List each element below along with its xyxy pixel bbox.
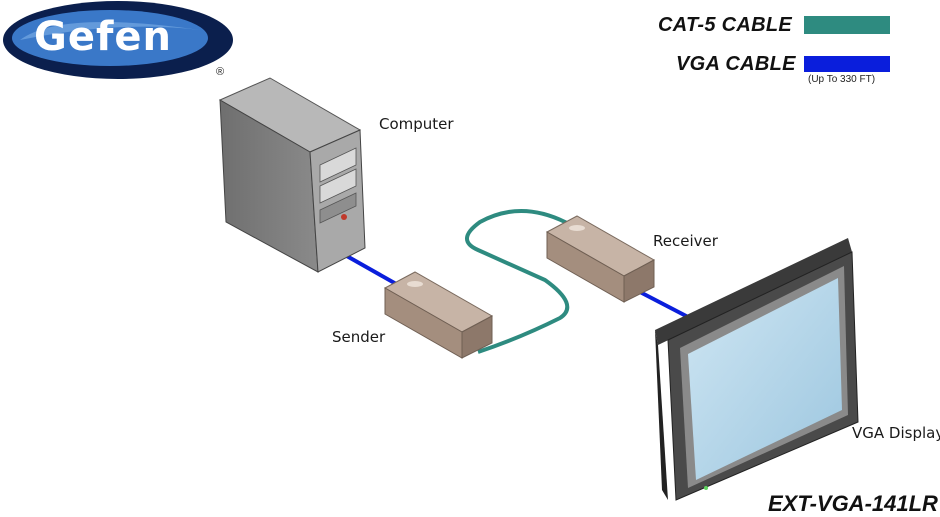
cat5-legend-swatch [804,16,890,34]
registered-mark: ® [216,66,225,78]
model-number: EXT-VGA-141LR [768,491,938,516]
gefen-logo [3,1,233,79]
receiver-label: Receiver [653,232,718,250]
computer-tower [218,77,366,273]
vga-legend-swatch [804,56,890,72]
vga-cable-computer [344,253,399,287]
cat5-legend-label: CAT-5 CABLE [658,14,793,36]
display-label: VGA Display [852,424,940,442]
brand-name: Gefen [34,14,172,60]
vga-legend-label: VGA CABLE [676,53,796,75]
computer-label: Computer [379,115,454,133]
receiver-box [545,215,656,303]
vga-cable-display [639,290,691,320]
vga-display [655,238,859,501]
sender-label: Sender [332,328,386,346]
vga-legend-note: (Up To 330 FT) [808,74,876,85]
sender-box [383,271,494,359]
